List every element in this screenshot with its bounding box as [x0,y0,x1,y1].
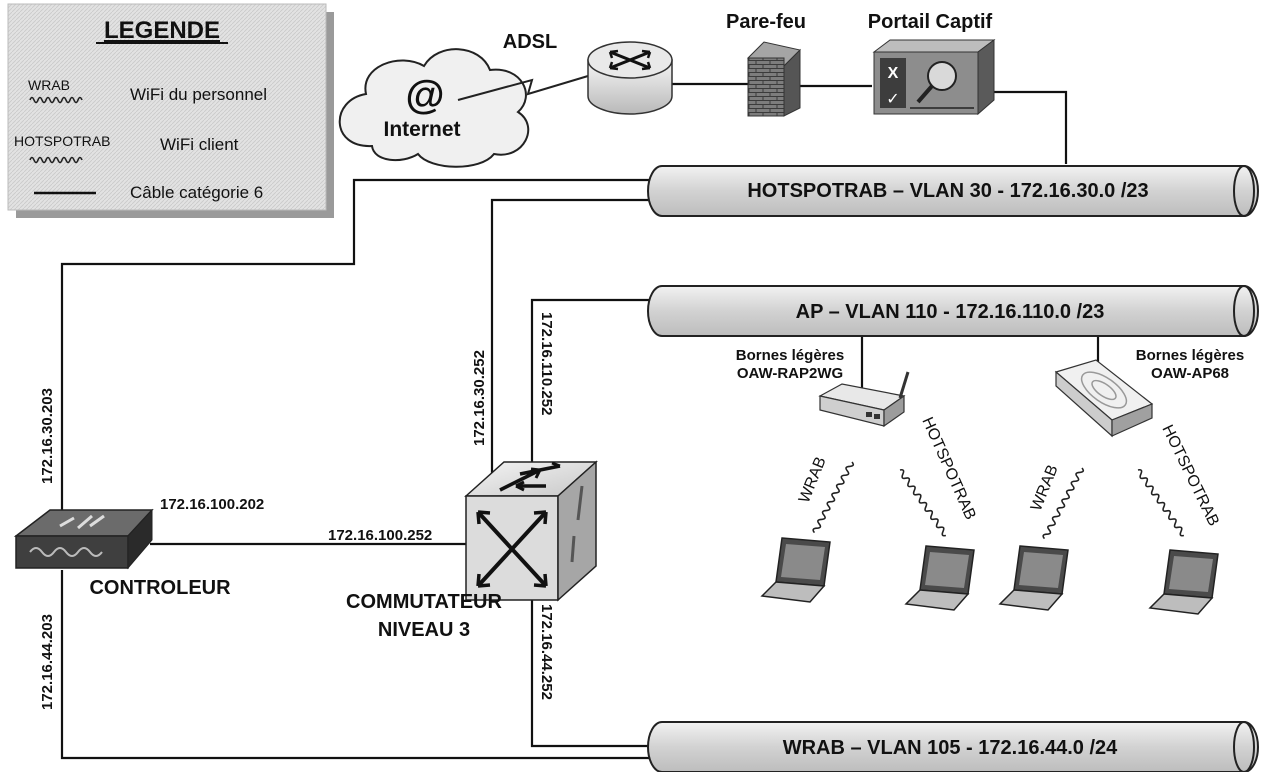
legend-wrab-wifi-icon [29,96,83,104]
legend-box [7,3,327,211]
cable-switch-ap [530,298,655,478]
ap1-label-line1: Bornes légères [736,347,844,364]
svg-text:X: X [888,65,899,82]
vlan-pipe-ap: AP – VLAN 110 - 172.16.110.0 /23 [647,285,1259,337]
legend-title: LEGENDE [104,17,220,44]
wifi-wave-icon [1042,467,1085,540]
legend-cable-text: Câble catégorie 6 [130,183,263,202]
access-point-1-icon [818,371,910,428]
legend-hotspot-symbol-label: HOTSPOTRAB [14,133,110,149]
switch-ip-wrab: 172.16.44.252 [538,604,555,700]
access-point-2-icon [1054,359,1154,438]
controller-ip-hotspot: 172.16.30.203 [39,388,56,484]
ap2-label-line2: OAW-AP68 [1151,365,1229,382]
wifi-link-4-label: HOTSPOTRAB [1158,422,1222,529]
router-icon [587,41,673,115]
firewall-label: Pare-feu [726,11,806,33]
controller-icon [13,508,154,570]
legend-wrab-text: WiFi du personnel [130,85,267,104]
wifi-wave-icon [899,468,947,537]
cable-switch-wrab [530,600,655,748]
vlan-wrab-label: WRAB – VLAN 105 - 172.16.44.0 /24 [783,737,1118,759]
internet-cloud: @ Internet [338,48,530,168]
wifi-wave-icon [812,461,855,534]
cable-portal-hotspot [990,90,1068,164]
wifi-link-3-label: WRAB [1028,463,1062,514]
vlan-hotspot-label: HOTSPOTRAB – VLAN 30 - 172.16.30.0 /23 [747,180,1148,202]
legend-hotspot-text: WiFi client [160,135,239,154]
ap2-label-line1: Bornes légères [1136,347,1244,364]
switch-ip-mgmt: 172.16.100.252 [328,527,432,544]
wifi-wave-icon [1137,468,1185,537]
switch-label-line2: NIVEAU 3 [378,619,470,641]
vlan-pipe-wrab: WRAB – VLAN 105 - 172.16.44.0 /24 [647,721,1259,772]
cable-switch-hotspot [490,198,655,474]
wifi-link-2-label: HOTSPOTRAB [918,415,978,523]
captive-portal-label: Portail Captif [868,11,993,33]
laptop-icon [1148,549,1219,615]
laptop-icon [904,545,975,611]
layer3-switch-icon [464,460,598,602]
adsl-label: ADSL [503,31,557,53]
cable-controller-hotspot [60,178,655,512]
laptop-icon [760,537,831,603]
captive-portal-icon: X ✓ [872,39,996,116]
cable-controller-wrab [60,570,655,760]
wifi-link-1-label: WRAB [796,455,830,506]
ap1-label-line2: OAW-RAP2WG [737,365,843,382]
legend-wrab-symbol-label: WRAB [28,77,70,93]
vlan-pipe-hotspot: HOTSPOTRAB – VLAN 30 - 172.16.30.0 /23 [647,165,1259,217]
internet-label: Internet [383,118,460,141]
cables [60,82,1100,760]
vlan-ap-label: AP – VLAN 110 - 172.16.110.0 /23 [796,301,1105,323]
legend: LEGENDE WRAB WiFi du personnel HOTSPOTRA… [7,3,334,218]
wifi-link-2: HOTSPOTRAB [899,415,979,537]
legend-hotspot-wifi-icon [29,156,83,164]
adsl-link-icon [457,75,589,101]
controller-label: CONTROLEUR [89,577,231,599]
internet-at-symbol: @ [405,73,444,117]
controller-ip-mgmt: 172.16.100.202 [160,496,264,513]
controller-ip-wrab: 172.16.44.203 [39,614,56,710]
wifi-link-3: WRAB [1028,463,1085,540]
switch-ip-ap: 172.16.110.252 [538,312,555,415]
switch-ip-hotspot: 172.16.30.252 [471,350,488,446]
firewall-icon [747,41,801,117]
switch-label-line1: COMMUTATEUR [346,591,502,613]
wifi-link-1: WRAB [796,455,855,534]
svg-text:✓: ✓ [886,89,899,108]
cloud-icon [338,48,530,168]
wifi-link-4: HOTSPOTRAB [1137,422,1222,537]
laptop-icon [998,545,1069,611]
